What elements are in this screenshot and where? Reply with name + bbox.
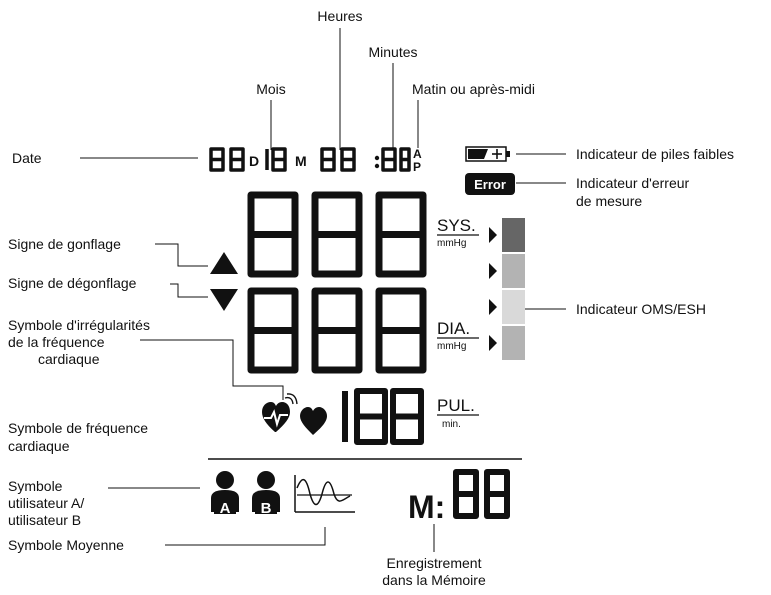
label-piles: Indicateur de piles faibles: [576, 146, 734, 162]
oms-bar-2: [502, 254, 525, 288]
unit-sys-mmhg: mmHg: [437, 238, 466, 249]
oms-pointer-3: [489, 299, 497, 315]
inflate-arrow-icon: [210, 252, 238, 274]
lcd-sys-digits: [247, 191, 427, 278]
label-freq-line2: cardiaque: [8, 438, 70, 454]
user-b-letter: B: [261, 500, 272, 517]
label-erreur-line1: Indicateur d'erreur: [576, 175, 690, 191]
oms-pointer-2: [489, 263, 497, 279]
label-gonflage: Signe de gonflage: [8, 236, 121, 252]
oms-bar-3: [502, 290, 525, 324]
pul-digit: [390, 388, 424, 445]
date-digit: [209, 147, 225, 172]
lcd-date-d: D: [249, 153, 259, 169]
label-matin: Matin ou après-midi: [412, 81, 535, 97]
irregular-heartbeat-icon: [262, 393, 298, 432]
lcd-am: A: [413, 147, 422, 161]
unit-pul-min: min.: [442, 419, 461, 430]
oms-indicator: [489, 218, 525, 360]
memory-label: M:: [408, 489, 445, 525]
lcd-pm: P: [413, 160, 421, 174]
hour-digit: [320, 147, 336, 172]
label-irreg-line3: cardiaque: [38, 351, 100, 367]
oms-pointer-4: [489, 335, 497, 351]
lcd-panel: D M A P Error SYS. mmHg DIA.: [208, 146, 525, 525]
label-memoire-line2: dans la Mémoire: [382, 572, 486, 588]
hour-digit: [340, 147, 356, 172]
dia-digit: [375, 287, 427, 374]
dia-digit: [247, 287, 299, 374]
sys-digit: [311, 191, 363, 278]
unit-dia-mmhg: mmHg: [437, 341, 466, 352]
lcd-dia-digits: [247, 287, 427, 374]
minute-digit: [399, 147, 411, 172]
label-user-line3: utilisateur B: [8, 512, 81, 528]
label-degonflage: Signe de dégonflage: [8, 275, 137, 291]
average-wave-icon: [294, 475, 355, 513]
label-oms: Indicateur OMS/ESH: [576, 301, 706, 317]
pul-digit: [354, 388, 388, 445]
month-digit: [271, 147, 287, 172]
label-heures: Heures: [317, 8, 362, 24]
label-memoire-line1: Enregistrement: [387, 555, 482, 571]
minute-digit: [381, 147, 397, 172]
label-minutes: Minutes: [368, 44, 417, 60]
label-freq-line1: Symbole de fréquence: [8, 420, 148, 436]
dia-digit: [311, 287, 363, 374]
memory-digit: [453, 469, 479, 519]
lcd-pul-digits: [342, 388, 424, 445]
label-irreg-line2: de la fréquence: [8, 334, 105, 350]
unit-sys: SYS.: [437, 216, 476, 235]
oms-pointer-1: [489, 227, 497, 243]
heart-icon: [300, 407, 327, 435]
label-erreur-line2: de mesure: [576, 193, 642, 209]
unit-pul: PUL.: [437, 396, 475, 415]
oms-bar-1: [502, 218, 525, 252]
oms-bar-4: [502, 326, 525, 360]
lcd-date-m: M: [295, 153, 307, 169]
label-user-line1: Symbole: [8, 478, 63, 494]
memory-digit: [484, 469, 510, 519]
label-irreg-line1: Symbole d'irrégularités: [8, 317, 150, 333]
lcd-date-time: [209, 147, 411, 172]
sys-digit: [247, 191, 299, 278]
error-text: Error: [474, 177, 506, 192]
leader-lines: [80, 28, 566, 552]
callout-labels: Heures Minutes Mois Matin ou après-midi …: [8, 8, 734, 588]
user-a-icon: A: [211, 471, 239, 517]
error-badge: Error: [465, 173, 515, 195]
label-date: Date: [12, 150, 42, 166]
label-mois: Mois: [256, 81, 286, 97]
deflate-arrow-icon: [210, 289, 238, 311]
date-digit: [229, 147, 245, 172]
sys-digit: [375, 191, 427, 278]
lcd-memory-digits: [453, 469, 510, 519]
unit-dia: DIA.: [437, 319, 470, 338]
time-colon-top: [374, 155, 380, 161]
battery-icon: [465, 146, 510, 162]
user-b-icon: B: [252, 471, 280, 517]
user-a-letter: A: [220, 500, 231, 517]
time-colon-bottom: [374, 163, 380, 169]
label-user-line2: utilisateur A/: [8, 495, 84, 511]
label-moyenne: Symbole Moyenne: [8, 537, 124, 553]
